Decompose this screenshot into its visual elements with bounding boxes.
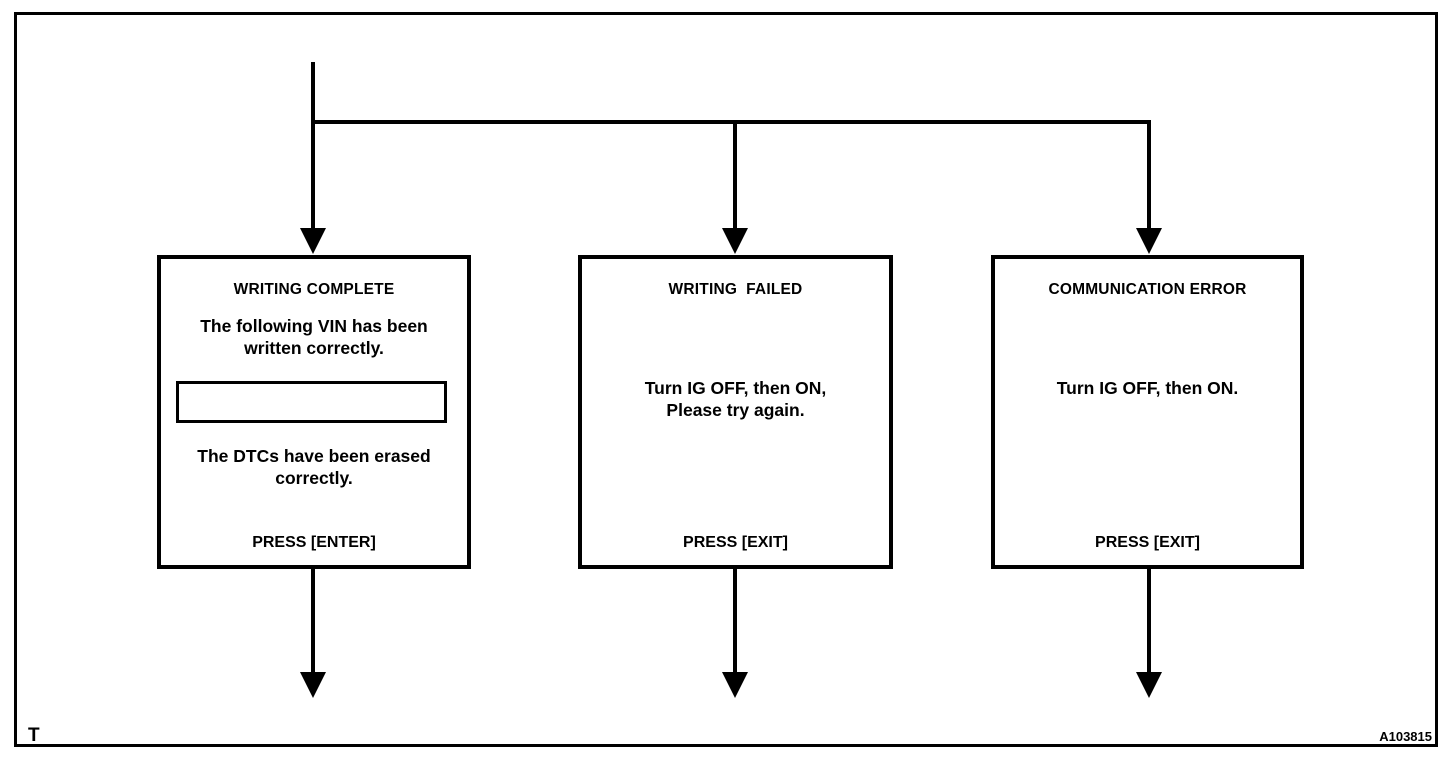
arrowhead-into-writing-failed (722, 228, 748, 254)
continuation-marker: T (28, 725, 40, 746)
vin-input-field[interactable] (176, 381, 447, 423)
dialog-footer-communication-error: PRESS [EXIT] (1095, 534, 1200, 551)
dialog-body-communication-error: Turn IG OFF, then ON. (1003, 377, 1292, 399)
connector-drop-right (1147, 120, 1151, 230)
dialog-body-line: correctly. (275, 468, 353, 488)
figure-border (14, 12, 1438, 747)
figure-id-label: A103815 (1379, 729, 1432, 744)
dialog-footer-writing-complete: PRESS [ENTER] (252, 534, 376, 551)
dialog-writing-failed: WRITING FAILED Turn IG OFF, then ON, Ple… (578, 255, 893, 569)
dialog-body-writing-failed: Turn IG OFF, then ON, Please try again. (590, 377, 881, 421)
connector-exit-right (1147, 568, 1151, 674)
dialog-body-writing-complete-lower: The DTCs have been erased correctly. (169, 445, 459, 489)
dialog-writing-complete: WRITING COMPLETE The following VIN has b… (157, 255, 471, 569)
dialog-body-line: The following VIN has been (200, 316, 428, 336)
dialog-body-line: written correctly. (244, 338, 384, 358)
arrowhead-into-communication-error (1136, 228, 1162, 254)
arrowhead-exit-middle (722, 672, 748, 698)
connector-exit-middle (733, 568, 737, 674)
connector-exit-left (311, 568, 315, 674)
arrowhead-into-writing-complete (300, 228, 326, 254)
dialog-communication-error: COMMUNICATION ERROR Turn IG OFF, then ON… (991, 255, 1304, 569)
dialog-footer-writing-failed: PRESS [EXIT] (683, 534, 788, 551)
dialog-title-writing-failed: WRITING FAILED (668, 281, 803, 298)
dialog-title-writing-complete: WRITING COMPLETE (233, 281, 395, 298)
connector-distribution-bar (311, 120, 1151, 124)
arrowhead-exit-left (300, 672, 326, 698)
dialog-body-line: Turn IG OFF, then ON, (644, 378, 827, 398)
dialog-body-line: The DTCs have been erased (197, 446, 431, 466)
connector-drop-middle (733, 120, 737, 230)
dialog-body-line: Turn IG OFF, then ON. (1056, 378, 1239, 398)
dialog-title-communication-error: COMMUNICATION ERROR (1048, 281, 1247, 298)
connector-trunk-vertical (311, 62, 315, 124)
connector-drop-left (311, 120, 315, 230)
dialog-body-line: Please try again. (666, 400, 805, 420)
arrowhead-exit-right (1136, 672, 1162, 698)
dialog-body-writing-complete-upper: The following VIN has been written corre… (169, 315, 459, 359)
